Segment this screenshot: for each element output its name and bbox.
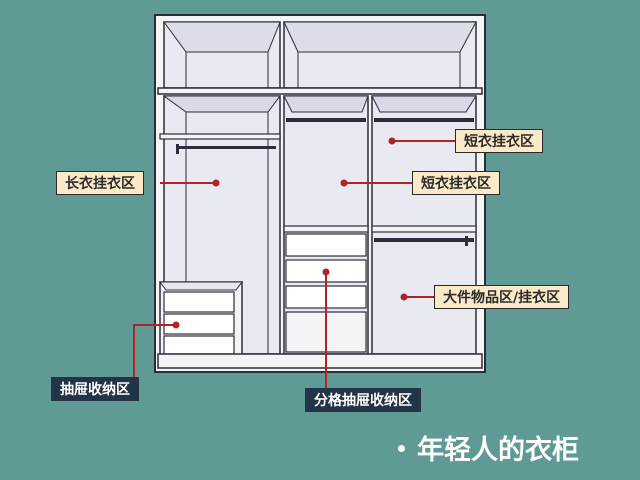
label-divided-drawer-storage: 分格抽屉收纳区 (305, 388, 421, 412)
right-lower-rod (374, 238, 474, 242)
long-hanging-rod (159, 133, 281, 140)
label-large-items: 大件物品区/挂衣区 (434, 285, 570, 309)
label-short-hanging-top: 短衣挂衣区 (455, 129, 543, 153)
middle-hanging-rod (286, 118, 366, 122)
image-caption: 年轻人的衣柜 (398, 428, 579, 467)
label-short-hanging-mid: 短衣挂衣区 (412, 171, 500, 195)
left-drawer-1 (163, 291, 235, 313)
callout-dots (172, 137, 408, 329)
bullet-dot (398, 445, 405, 452)
left-drawer-3 (163, 335, 235, 355)
label-long-hanging: 长衣挂衣区 (56, 171, 144, 195)
middle-drawer-1 (285, 233, 367, 257)
caption-text: 年轻人的衣柜 (417, 435, 579, 466)
wardrobe-base (157, 353, 483, 369)
middle-drawer-top-shelf (283, 225, 369, 233)
callout-pointers (133, 140, 456, 388)
right-middle-shelf (371, 225, 477, 233)
label-drawer-storage: 抽屉收纳区 (51, 377, 139, 401)
right-upper-rod (374, 118, 474, 122)
